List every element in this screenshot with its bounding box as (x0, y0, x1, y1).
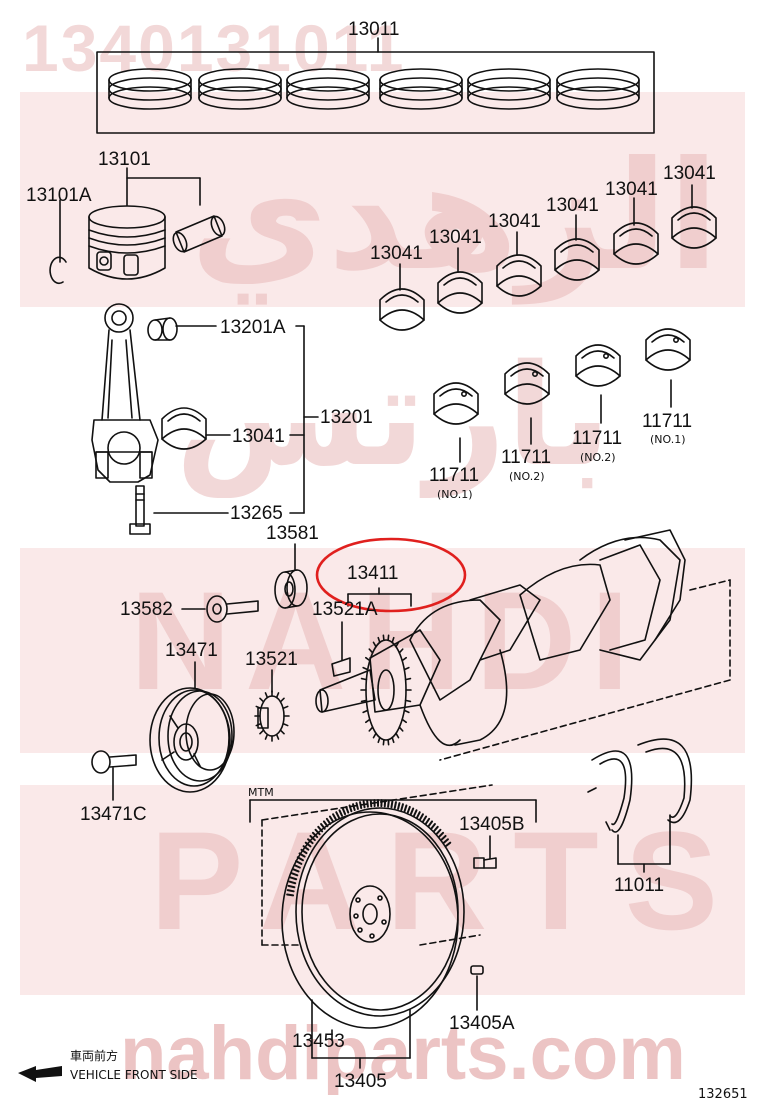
label-bearing-top-1: 13041 (370, 243, 423, 264)
label-bearing-top-4: 13041 (546, 195, 599, 216)
piston (88, 205, 166, 280)
label-rod-bearing: 13041 (232, 426, 285, 447)
rod-bearing-shell (161, 407, 207, 450)
label-main-bearing-2: 11711 (501, 447, 552, 468)
label-key-13521a: 13521A (312, 599, 378, 620)
label-ring-set: 13011 (348, 19, 400, 40)
upper-bearing-6 (671, 206, 717, 249)
label-direction-en: VEHICLE FRONT SIDE (70, 1068, 198, 1082)
label-main-bearing-3: 11711 (572, 428, 623, 449)
snap-ring (49, 256, 67, 285)
flywheel-bolt (473, 857, 497, 869)
label-ring-gear: 13453 (292, 1031, 345, 1052)
crankshaft (315, 529, 686, 746)
flywheel-pin (470, 965, 484, 975)
conrod-bushing (147, 317, 178, 341)
label-bushing: 13201A (220, 317, 286, 338)
flywheel (281, 807, 465, 1029)
label-sprocket: 13521 (245, 649, 298, 670)
thrust-washer-left (587, 750, 633, 833)
upper-bearing-4 (554, 238, 600, 281)
label-flywheel-bolt: 13405B (459, 814, 525, 835)
label-washer-13581: 13581 (266, 523, 319, 544)
upper-bearing-3 (496, 254, 542, 297)
connecting-rod (91, 303, 159, 483)
piston-ring-5 (467, 68, 551, 110)
crank-dashed-outline (439, 579, 731, 761)
crank-pulley (149, 687, 235, 793)
upper-bearing-2 (437, 271, 483, 314)
main-bearing-1 (433, 382, 479, 425)
label-snap-ring: 13101A (26, 185, 92, 206)
label-conrod-assy: 13201 (320, 407, 373, 428)
label-flywheel-pin: 13405A (449, 1013, 515, 1034)
upper-bearing-1 (379, 288, 425, 331)
piston-ring-1 (108, 68, 192, 110)
note-main-bearing-4: (NO.1) (650, 433, 686, 446)
watermark-band (20, 92, 745, 307)
ring-set-box (96, 51, 655, 134)
pulley-bolt-13582 (206, 595, 259, 623)
label-rod-bolt: 13265 (230, 503, 283, 524)
label-mtm: MTM (248, 786, 274, 799)
main-bearing-2 (504, 362, 550, 405)
piston-ring-2 (198, 68, 282, 110)
crank-timing-sprocket (360, 634, 412, 746)
highlight-circle (315, 537, 467, 613)
note-main-bearing-3: (NO.2) (580, 451, 616, 464)
label-bearing-top-5: 13041 (605, 179, 658, 200)
piston-ring-6 (556, 68, 640, 110)
piston-ring-set (108, 68, 640, 110)
piston-ring-3 (286, 68, 370, 110)
label-thrust-washer: 11011 (614, 875, 665, 896)
label-bearing-top-3: 13041 (488, 211, 541, 232)
label-main-bearing-4: 11711 (642, 411, 693, 432)
note-main-bearing-2: (NO.2) (509, 470, 545, 483)
crank-spacer (274, 569, 308, 609)
label-direction-jp: 車両前方 (70, 1049, 119, 1063)
label-diagram-number: 132651 (698, 1087, 748, 1102)
main-bearing-3 (575, 344, 621, 387)
label-bolt-13582: 13582 (120, 599, 173, 620)
piston-ring-4 (379, 68, 463, 110)
label-piston: 13101 (98, 149, 151, 170)
label-pulley-bolt: 13471C (80, 804, 147, 825)
label-crankshaft: 13411 (347, 563, 399, 584)
piston-pin (172, 215, 226, 253)
label-bearing-top-6: 13041 (663, 163, 716, 184)
timing-sprocket-13521 (254, 690, 290, 742)
main-bearing-4 (645, 328, 691, 371)
front-arrow-icon (18, 1066, 62, 1082)
ring-gear-teeth (286, 799, 452, 897)
label-pulley: 13471 (165, 640, 218, 661)
pulley-bolt (91, 750, 137, 774)
upper-bearing-5 (613, 222, 659, 265)
note-main-bearing-1: (NO.1) (437, 488, 473, 501)
thrust-washer-right (637, 738, 693, 824)
label-flywheel: 13405 (334, 1071, 387, 1092)
conrod-bolt (129, 485, 151, 535)
label-bearing-top-2: 13041 (429, 227, 482, 248)
rod-bearing (161, 407, 207, 450)
label-main-bearing-1: 11711 (429, 465, 480, 486)
